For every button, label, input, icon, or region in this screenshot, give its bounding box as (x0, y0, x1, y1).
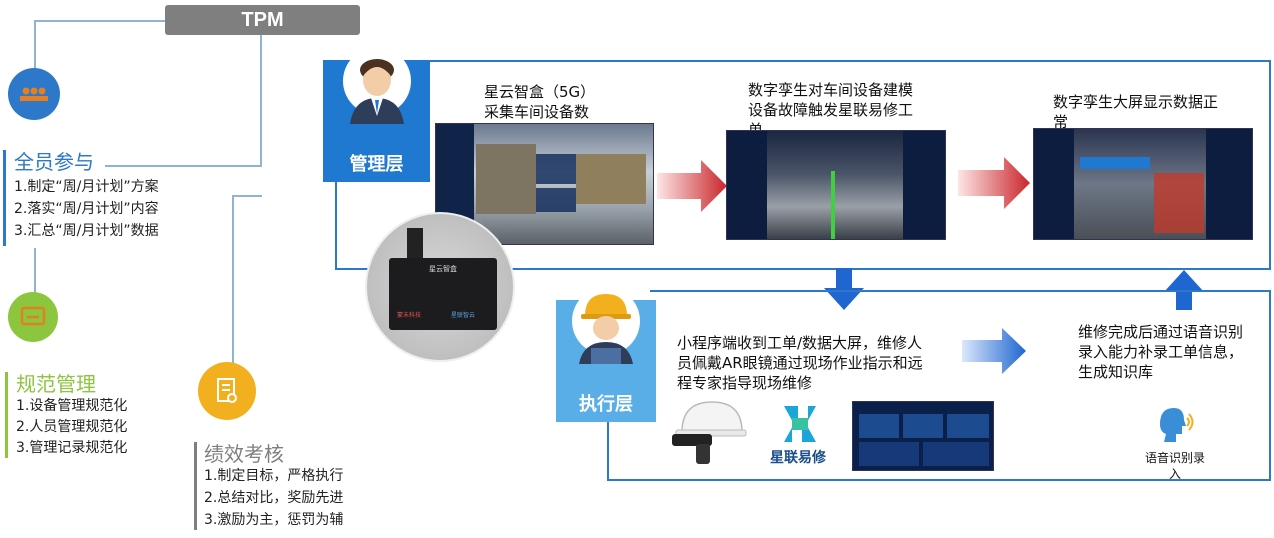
connector-line (232, 195, 262, 197)
performance-title: 绩效考核 (204, 442, 284, 466)
arrow-down-icon (824, 268, 864, 310)
connector-line (105, 165, 262, 167)
performance-bar (194, 442, 197, 530)
execution-panel-top-border (650, 290, 1271, 292)
performance-icon (198, 362, 256, 420)
manager-avatar-icon (343, 47, 411, 124)
management-role-box: 管理层 (323, 47, 430, 182)
device-brand-left: 蒙未科技 (397, 312, 422, 319)
tpm-header: TPM (165, 5, 360, 35)
voice-label: 语音识别录 入 (1144, 451, 1205, 481)
management-label: 管理层 (349, 154, 404, 174)
participation-bar (3, 150, 6, 246)
participation-list: 1.制定“周/月计划”方案 2.落实“周/月计划”内容 3.汇总“周/月计划”数… (14, 176, 159, 242)
standard-bar (5, 372, 8, 458)
arrow-right-icon (962, 328, 1026, 374)
list-item: 2.人员管理规范化 (16, 419, 128, 435)
execution-label: 执行层 (579, 394, 633, 414)
list-item: 1.设备管理规范化 (16, 398, 128, 414)
connector-line (34, 20, 36, 68)
worker-avatar-icon (572, 287, 640, 364)
red-arrow-icon (958, 157, 1030, 209)
xinglian-logo-icon (784, 406, 816, 442)
participation-title: 全员参与 (14, 150, 94, 174)
list-item: 2.落实“周/月计划”内容 (14, 201, 159, 217)
participation-icon (8, 68, 60, 120)
execution-panel-right-border (1269, 290, 1271, 481)
red-arrow-icon (657, 160, 727, 212)
standard-list: 1.设备管理规范化 2.人员管理规范化 3.管理记录规范化 (16, 396, 127, 459)
dashboard-screenshot (852, 401, 994, 471)
bigscreen-screenshot (1033, 128, 1253, 240)
device-name: 星云智盒 (429, 265, 457, 273)
execution-role-box: 执行层 (556, 287, 656, 422)
connector-line (34, 248, 36, 293)
list-item: 2.总结对比，奖励先进 (204, 490, 344, 506)
connector-line (34, 20, 165, 22)
execution-desc: 小程序端收到工单/数据大屏，维修人 员佩戴AR眼镜通过现场作业指示和远 程专家指… (677, 334, 923, 392)
standard-title: 规范管理 (16, 372, 96, 396)
voice-recognition-icon (1160, 408, 1194, 442)
list-item: 1.制定目标，严格执行 (204, 468, 344, 484)
step1-caption: 星云智盒（5G） 采集车间设备数 (484, 83, 596, 121)
connector-line (260, 35, 262, 167)
list-item: 3.激励为主，惩罚为辅 (204, 512, 344, 528)
xinglian-logo-text: 星联易修 (770, 450, 826, 466)
connector-line (232, 195, 234, 365)
list-item: 1.制定“周/月计划”方案 (14, 179, 159, 195)
step3-caption: 数字孪生大屏显示数据正 常 (1053, 93, 1219, 131)
factory-screenshot-1 (435, 123, 654, 245)
digital-twin-screenshot (726, 130, 946, 240)
standard-icon (8, 292, 58, 342)
performance-list: 1.制定目标，严格执行 2.总结对比，奖励先进 3.激励为主，惩罚为辅 (204, 465, 343, 531)
list-item: 3.管理记录规范化 (16, 440, 128, 456)
device-brand-right: 星联智云 (451, 312, 476, 319)
execution-result: 维修完成后通过语音识别 录入能力补录工单信息， 生成知识库 (1078, 323, 1244, 381)
list-item: 3.汇总“周/月计划”数据 (14, 223, 159, 239)
device-photo: 星云智盒 蒙未科技 星联智云 (365, 212, 515, 362)
ar-helmet-icon (672, 401, 747, 464)
